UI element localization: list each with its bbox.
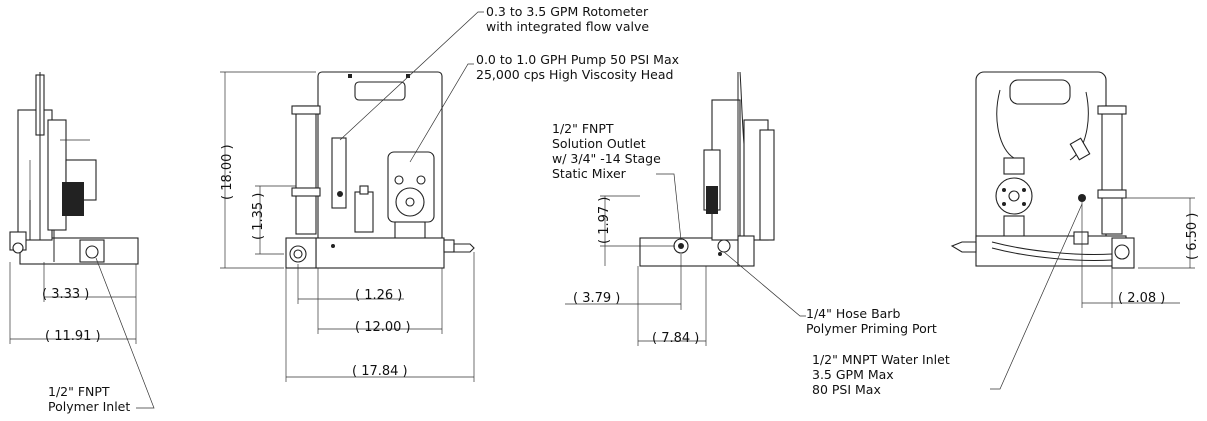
pump-callout: 0.0 to 1.0 GPH Pump 50 PSI Max 25,000 cp… <box>409 52 679 163</box>
left-dimensions: ( 3.33 ) ( 11.91 ) <box>9 262 137 344</box>
left-side-view <box>9 72 139 265</box>
pump-label-line1: 0.0 to 1.0 GPH Pump 50 PSI Max <box>476 52 679 67</box>
water-inlet-label-line3: 80 PSI Max <box>812 382 881 397</box>
dim-18-00: ( 18.00 ) <box>220 144 235 200</box>
hose-barb-callout: 1/4" Hose Barb Polymer Priming Port <box>723 251 937 336</box>
outlet-callout: 1/2" FNPT Solution Outlet w/ 3/4" -14 St… <box>552 121 682 241</box>
rotometer-callout: 0.3 to 3.5 GPM Rotometer with integrated… <box>339 4 649 141</box>
rotometer-label-line1: 0.3 to 3.5 GPM Rotometer <box>486 4 649 19</box>
dim-1-35: ( 1.35 ) <box>251 193 266 240</box>
dim-17-84: ( 17.84 ) <box>352 364 408 379</box>
polymer-inlet-callout: 1/2" FNPT Polymer Inlet <box>48 257 155 414</box>
rotometer-label-line2: with integrated flow valve <box>486 19 649 34</box>
front-view <box>285 71 475 269</box>
dim-3-79: ( 3.79 ) <box>573 291 620 306</box>
dim-1-97: ( 1.97 ) <box>597 197 612 244</box>
polymer-inlet-label-line2: Polymer Inlet <box>48 399 130 414</box>
front-dimensions: ( 18.00 ) ( 1.35 ) ( 1.26 ) ( 12.00 ) ( … <box>220 71 475 382</box>
outlet-label-line2: Solution Outlet <box>552 136 646 151</box>
dim-1-26: ( 1.26 ) <box>355 288 402 303</box>
dim-11-91: ( 11.91 ) <box>45 329 101 344</box>
water-inlet-label-line1: 1/2" MNPT Water Inlet <box>812 352 950 367</box>
hose-barb-label-line2: Polymer Priming Port <box>806 321 937 336</box>
dim-3-33: ( 3.33 ) <box>42 287 89 302</box>
dim-6-50: ( 6.50 ) <box>1185 213 1200 260</box>
polymer-inlet-label-line1: 1/2" FNPT <box>48 384 110 399</box>
right-side-view <box>639 71 775 267</box>
dim-2-08: ( 2.08 ) <box>1118 291 1165 306</box>
water-inlet-label-line2: 3.5 GPM Max <box>812 367 894 382</box>
right-dimensions: ( 1.97 ) ( 3.79 ) ( 7.84 ) <box>565 195 707 346</box>
outlet-label-line3: w/ 3/4" -14 Stage <box>552 151 661 166</box>
outlet-label-line1: 1/2" FNPT <box>552 121 614 136</box>
water-inlet-callout: 1/2" MNPT Water Inlet 3.5 GPM Max 80 PSI… <box>812 203 1083 397</box>
outlet-label-line4: Static Mixer <box>552 166 627 181</box>
pump-label-line2: 25,000 cps High Viscosity Head <box>476 67 673 82</box>
dim-12-00: ( 12.00 ) <box>355 320 411 335</box>
dim-7-84: ( 7.84 ) <box>652 331 699 346</box>
hose-barb-label-line1: 1/4" Hose Barb <box>806 306 900 321</box>
rear-view <box>950 71 1135 269</box>
rear-dimensions: ( 6.50 ) ( 2.08 ) <box>1081 197 1200 308</box>
